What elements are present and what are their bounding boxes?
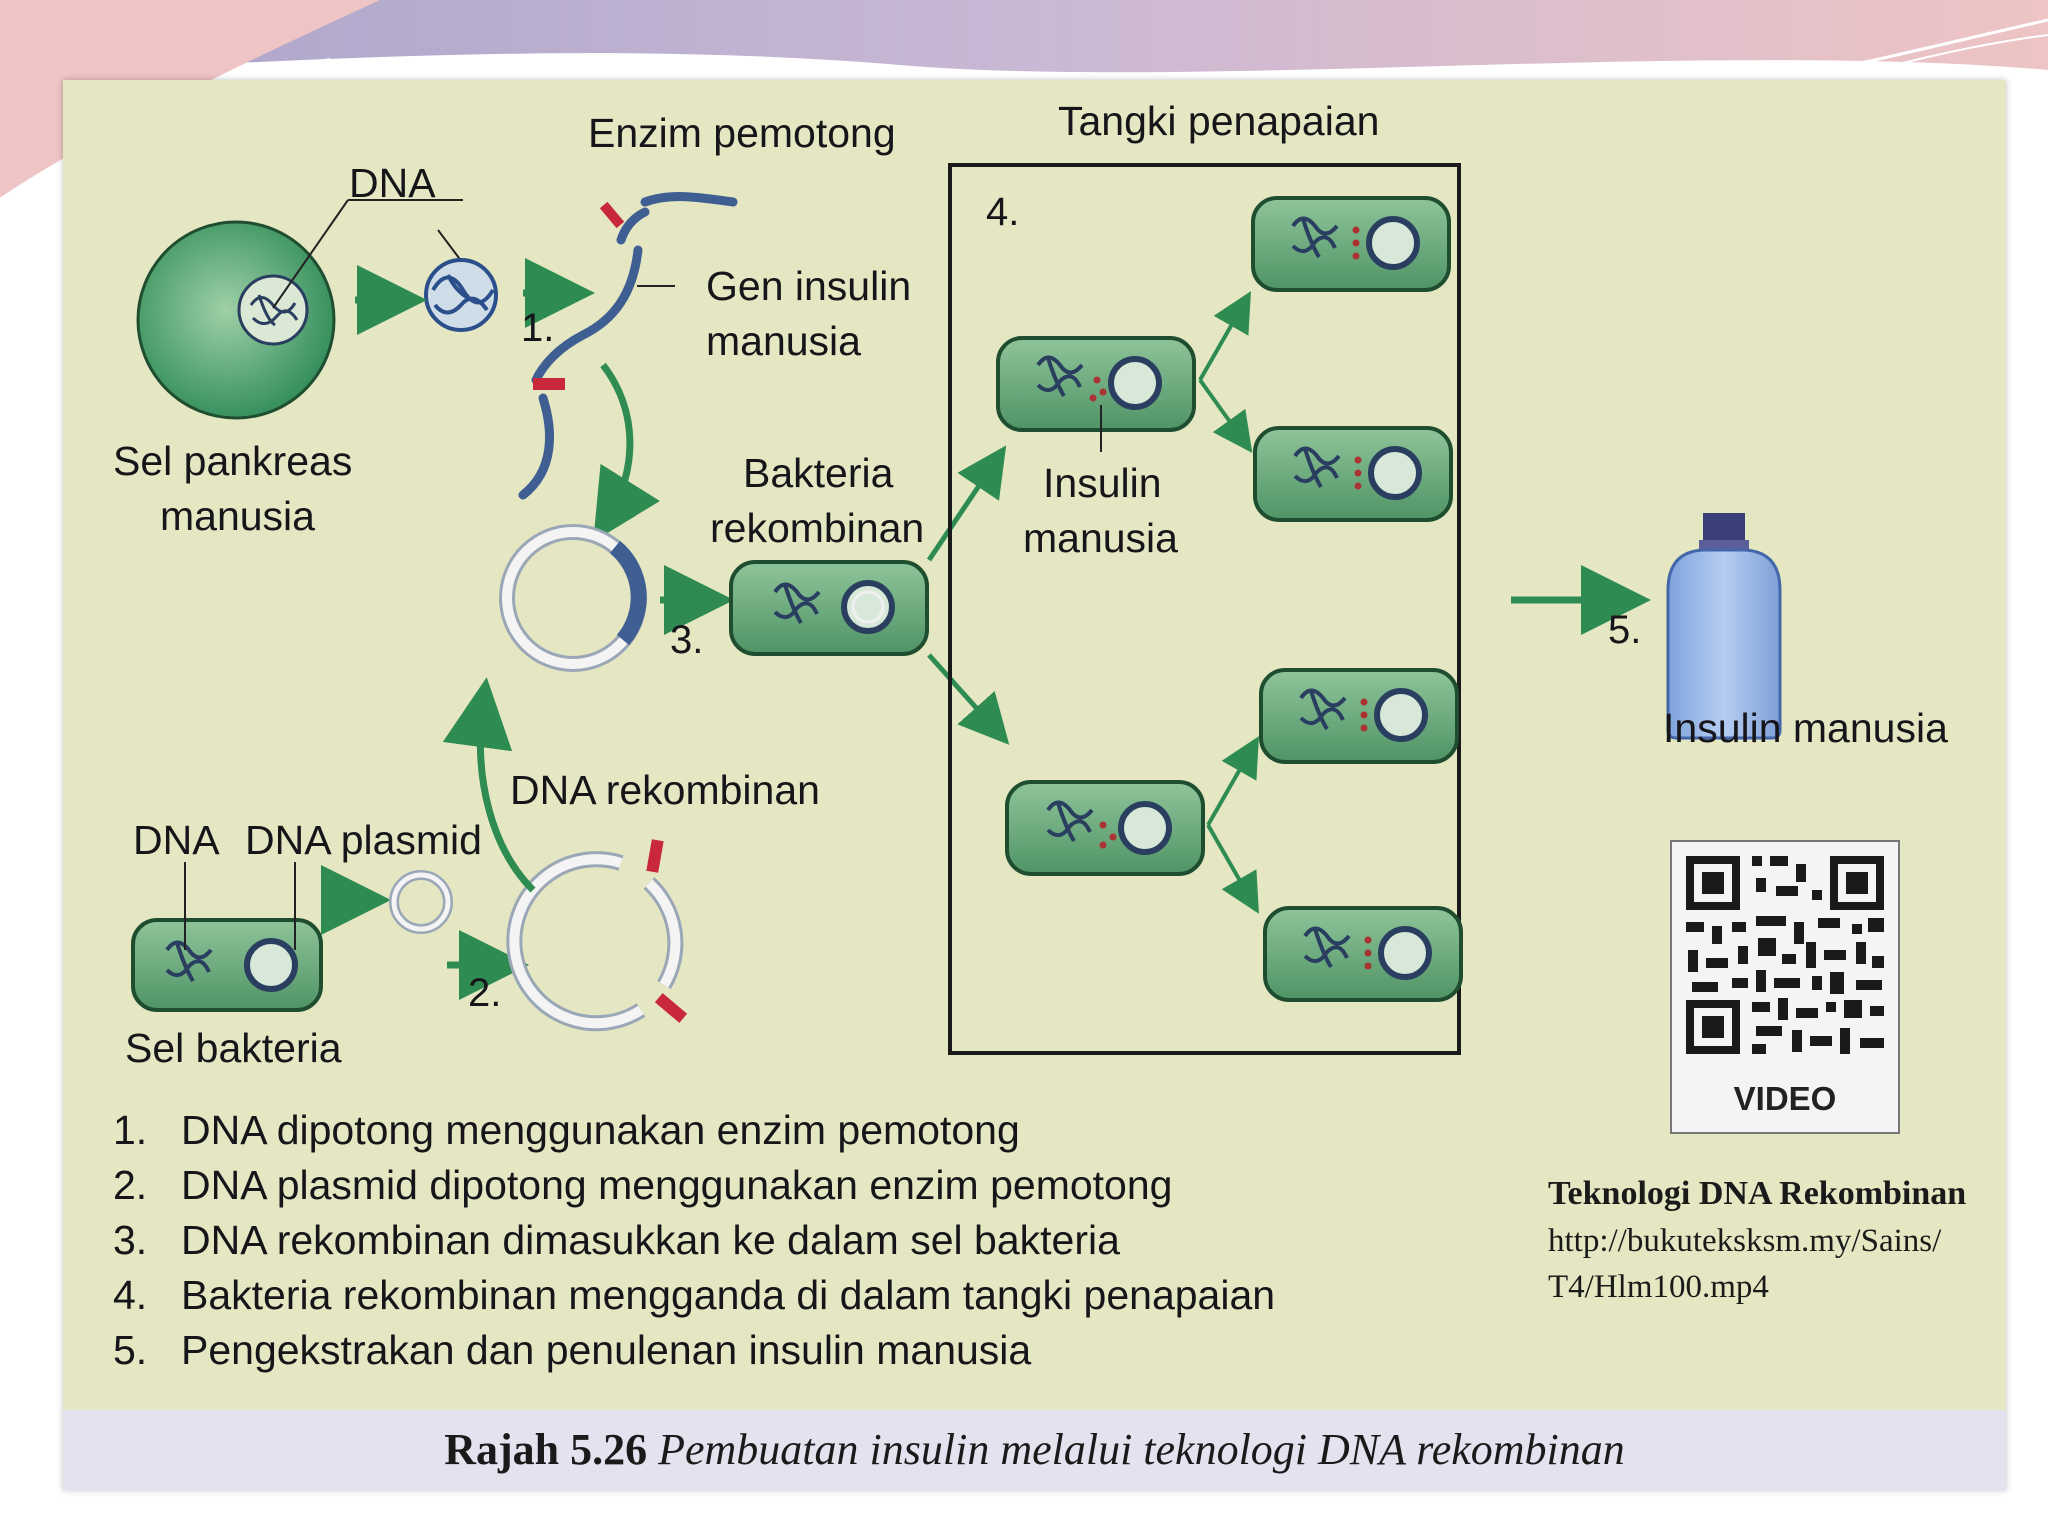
fermentation-tank bbox=[948, 163, 1461, 1055]
step-item: 2.DNA plasmid dipotong menggunakan enzim… bbox=[113, 1162, 1173, 1208]
label-insulin-tank-2: manusia bbox=[1023, 515, 1178, 561]
caption-label: Rajah 5.26 bbox=[444, 1425, 648, 1474]
tank-bacterium-upper bbox=[996, 336, 1196, 432]
caption-band bbox=[63, 1410, 2006, 1490]
label-insulin-manusia-product: Insulin manusia bbox=[1663, 705, 1948, 751]
step-list: 1.DNA dipotong menggunakan enzim pemoton… bbox=[113, 1103, 1275, 1378]
figure-caption: Rajah 5.26 Pembuatan insulin melalui tek… bbox=[63, 1410, 2006, 1490]
step-item: 3.DNA rekombinan dimasukkan ke dalam sel… bbox=[113, 1217, 1120, 1263]
textbook-figure: Enzim pemotong Tangki penapaian DNA Gen … bbox=[63, 80, 2006, 1490]
step-marker-2: 2. bbox=[468, 971, 502, 1015]
label-dna-bottom: DNA bbox=[133, 817, 220, 863]
step-marker-1: 1. bbox=[521, 306, 555, 350]
cut-plasmid bbox=[506, 839, 688, 1032]
label-dna-rekombinan: DNA rekombinan bbox=[510, 767, 820, 813]
recombinant-bacterium bbox=[729, 560, 929, 656]
insulin-bottle bbox=[1666, 513, 1782, 740]
step-marker-4: 4. bbox=[986, 190, 1020, 234]
label-bakteria-rekombinan-2: rekombinan bbox=[710, 505, 925, 551]
label-dna-plasmid: DNA plasmid bbox=[245, 817, 482, 863]
tank-bacterium-1 bbox=[1251, 196, 1451, 292]
label-tangki-penapaian: Tangki penapaian bbox=[1058, 98, 1380, 144]
label-sel-pankreas-1: Sel pankreas bbox=[113, 438, 353, 484]
tank-bacterium-3 bbox=[1259, 668, 1459, 764]
caption-text: Pembuatan insulin melalui teknologi DNA … bbox=[658, 1425, 1625, 1474]
recombinant-plasmid bbox=[499, 524, 647, 672]
extracted-dna-tangle bbox=[424, 258, 498, 332]
tank-bacterium-lower bbox=[1005, 780, 1205, 876]
human-pancreas-cell bbox=[136, 220, 336, 420]
plasmid-dna bbox=[389, 870, 453, 934]
video-reference: Teknologi DNA Rekombinan http://bukuteks… bbox=[1548, 1170, 2006, 1310]
video-badge: VIDEO bbox=[1733, 1080, 1837, 1117]
dna-pointer-line bbox=[272, 199, 349, 309]
label-sel-pankreas-2: manusia bbox=[160, 493, 315, 539]
step-item: 1.DNA dipotong menggunakan enzim pemoton… bbox=[113, 1107, 1020, 1153]
step-item: 5.Pengekstrakan dan penulenan insulin ma… bbox=[113, 1327, 1032, 1373]
label-gen-insulin-2: manusia bbox=[706, 318, 861, 364]
label-sel-bakteria: Sel bakteria bbox=[125, 1025, 342, 1071]
tank-bacterium-4 bbox=[1263, 906, 1463, 1002]
video-link-line2[interactable]: T4/Hlm100.mp4 bbox=[1548, 1269, 1769, 1305]
dna-strand-cut bbox=[518, 192, 738, 500]
bacterial-cell bbox=[131, 918, 323, 1012]
label-dna-top: DNA bbox=[349, 160, 436, 206]
label-gen-insulin-1: Gen insulin bbox=[706, 263, 912, 309]
video-link-line1[interactable]: http://bukuteksksm.my/Sains/ bbox=[1548, 1223, 1942, 1259]
step-marker-5: 5. bbox=[1608, 608, 1642, 652]
label-enzim-pemotong: Enzim pemotong bbox=[588, 110, 896, 156]
video-title: Teknologi DNA Rekombinan bbox=[1548, 1175, 1967, 1212]
dna-recombinant-diagram bbox=[131, 163, 1782, 1055]
label-insulin-tank-1: Insulin bbox=[1043, 460, 1162, 506]
step-item: 4.Bakteria rekombinan mengganda di dalam… bbox=[113, 1272, 1276, 1318]
qr-code-pattern bbox=[1672, 842, 1898, 1068]
qr-code[interactable]: VIDEO bbox=[1670, 840, 1900, 1134]
tank-bacterium-2 bbox=[1253, 426, 1453, 522]
step-marker-3: 3. bbox=[670, 618, 704, 662]
label-bakteria-rekombinan-1: Bakteria bbox=[743, 450, 894, 496]
